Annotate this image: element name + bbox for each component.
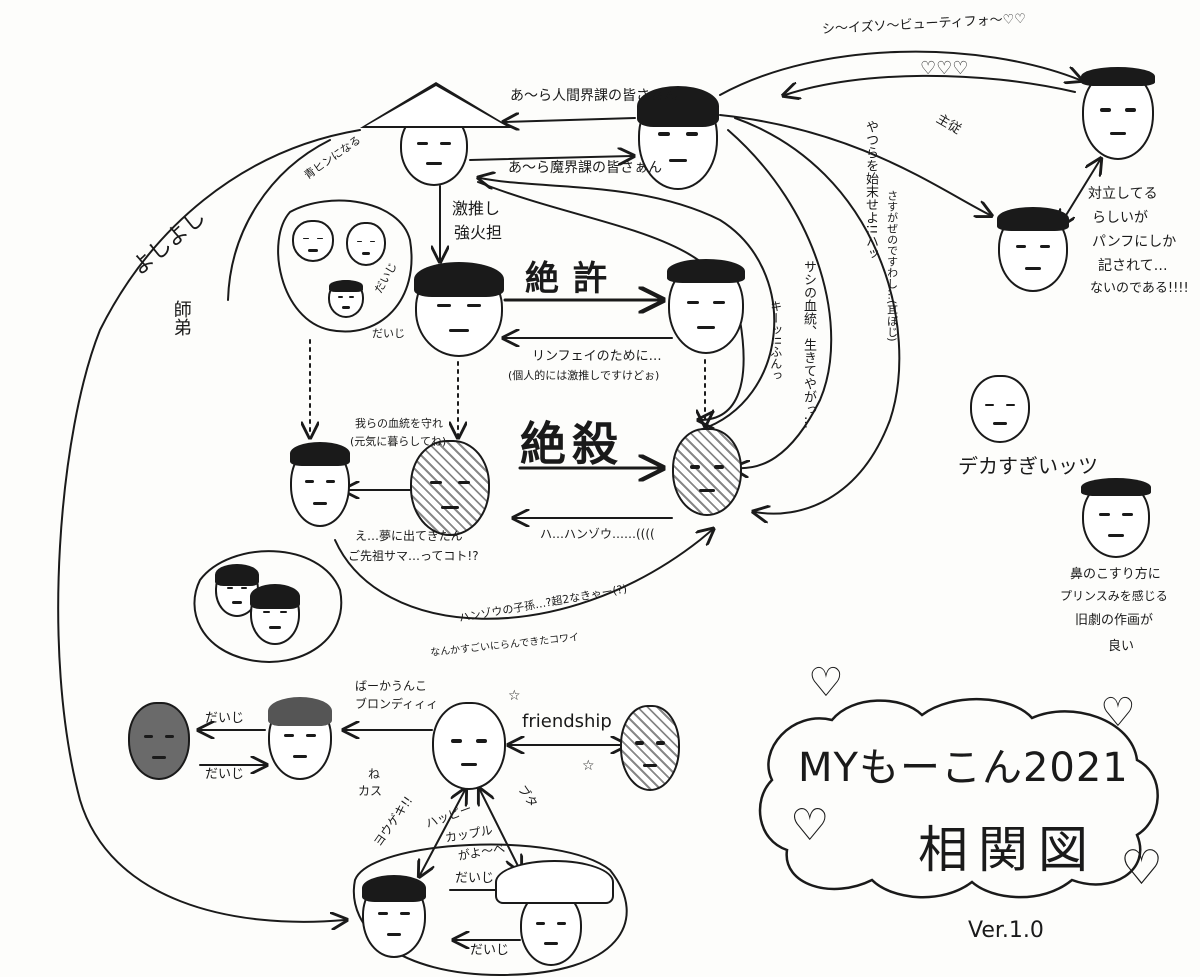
face-bald-center [432, 702, 506, 790]
face-bald-dekasugi [970, 375, 1030, 443]
cowboy-hat-icon [495, 860, 614, 904]
curve-aobane [227, 139, 331, 301]
label-sasuga: さすがぜのですわし…(耳ぼじ) [885, 190, 899, 342]
label-daijii-b2: だいじ [470, 943, 510, 958]
label-a-ningen: あ〜ら人間界課の皆さぁん [510, 88, 678, 104]
label-bakaunko: ばーかうんこ [355, 679, 428, 693]
face-hanzo [672, 428, 742, 516]
label-friendship: friendship [522, 711, 612, 732]
label-kenka: 強火担 [454, 223, 503, 242]
heart-icon: ♡ [808, 660, 844, 706]
heart-icon: ♡ [790, 800, 830, 851]
face-top-center [636, 86, 720, 190]
face-woman-top [346, 222, 386, 266]
face-curly-blonde [267, 697, 333, 780]
curve-yoshiyoshi [57, 129, 361, 922]
label-brondy: ブロンディィィ [355, 697, 439, 711]
curve-shizu [719, 50, 1080, 96]
label-daijii-l1: だいじ [205, 711, 245, 726]
arrow-makai [469, 156, 632, 160]
label-taiji-2: らしいが [1092, 210, 1148, 226]
label-hana-2: プリンスみを感じる [1060, 589, 1168, 603]
face-right-man [997, 207, 1069, 292]
curve-shuju [719, 114, 990, 215]
label-gekioshi: 激推し [452, 199, 501, 218]
label-kiitsu: キーッ!!ふんっ [768, 300, 783, 382]
label-hana-3: 旧劇の作画が [1075, 613, 1154, 628]
curve-kiitsu [480, 178, 776, 431]
title-main: MYもーこん2021 [798, 745, 1129, 791]
label-yatsura: やつらを始末せよ!!ハッ [862, 120, 878, 261]
family-circle-mid [193, 550, 343, 663]
label-saburo: サシの血統、生きてやがっ… [800, 260, 816, 429]
label-e-yume: え…夢に出てきたん [355, 529, 463, 543]
label-shitei: 師弟 [170, 300, 192, 336]
label-taiji-5: ないのである!!!! [1090, 281, 1189, 296]
label-daijii-small: だいじ [372, 327, 405, 340]
label-taiji-3: パンフにしか [1092, 234, 1177, 250]
arrow-sukiyaki [420, 790, 465, 875]
label-ha-hanzo: ハ…ハンゾウ……(((( [540, 527, 655, 541]
label-daijii-b1: だいじ [455, 871, 495, 886]
face-beauty-right [1081, 66, 1155, 160]
face-baby [292, 220, 334, 262]
face-woman-mid-2 [250, 583, 300, 645]
label-kasu: カス [358, 784, 383, 798]
label-taiji-1: 対立してる [1088, 186, 1158, 202]
curve-sasuga [727, 129, 833, 468]
label-ne: ね [368, 767, 381, 781]
label-zessatsu: 絶殺 [520, 417, 624, 471]
heart-icon: ♡♡♡ [920, 58, 969, 79]
version-label: Ver.1.0 [968, 918, 1044, 943]
label-taiji-4: 記されて… [1098, 258, 1168, 274]
heart-icon: ♡ [1100, 690, 1136, 736]
face-jinsei [413, 261, 505, 357]
family-circle-top [277, 199, 413, 333]
face-child-top [328, 279, 364, 318]
face-bottom-left [361, 875, 427, 958]
face-dark-man [128, 702, 190, 780]
face-jin [289, 442, 351, 527]
face-prince [1081, 477, 1151, 558]
star-icon: ☆ [582, 758, 595, 774]
label-rinfei: リンフェイのために… [532, 349, 662, 364]
title-cloud [758, 698, 1159, 899]
label-daijii-l2: だいじ [205, 767, 245, 782]
heart-icon: ♡ [1120, 840, 1164, 896]
curve-yatsura [734, 117, 901, 514]
face-ghost-hooded [410, 440, 490, 536]
label-gosenzo: ご先祖サマ…ってコト!? [348, 549, 479, 563]
arrow-ningen [505, 118, 636, 122]
star-icon: ☆ [508, 688, 521, 704]
arrow-buta [480, 790, 520, 870]
label-hana-1: 鼻のこすり方に [1070, 567, 1161, 582]
face-mitsuo [667, 258, 745, 354]
label-hana-4: 良い [1108, 639, 1135, 654]
label-dekasugi: デカすぎいッツ [958, 454, 1098, 478]
label-a-makai: あ〜ら魔界課の皆さぁん [508, 160, 662, 176]
label-kojin: (個人的には激推しですけどぉ) [508, 369, 660, 382]
curve-shizu-back [785, 74, 1076, 95]
label-waga: 我らの血統を守れ [355, 417, 443, 430]
label-zekkyo: 絶許 [525, 259, 621, 299]
label-genki: (元気に暮らしてね) [350, 435, 447, 448]
title-sub: 相関図 [918, 821, 1098, 879]
curve-hanzo-shison [334, 530, 712, 620]
straw-hat-inner [366, 86, 506, 126]
face-masked-right [620, 705, 680, 791]
